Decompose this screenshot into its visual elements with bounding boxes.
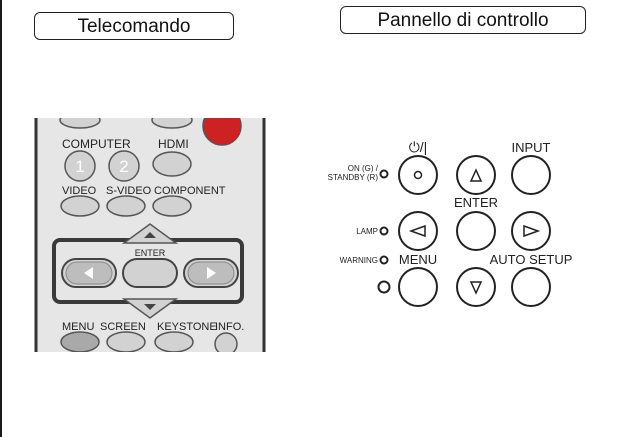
component-button[interactable]: [152, 195, 192, 217]
hdmi-label: HDMI: [158, 137, 189, 151]
right-arrow-icon: [207, 267, 216, 279]
remote-heading: Telecomando: [34, 12, 234, 40]
computer-1-button[interactable]: [64, 150, 96, 182]
panel-down-button[interactable]: [456, 267, 496, 307]
button-1-label: 1: [75, 157, 84, 176]
auto-setup-label: AUTO SETUP: [490, 252, 573, 267]
screen-button[interactable]: [106, 331, 146, 352]
lamp-indicator: [379, 226, 389, 236]
panel-enter-button[interactable]: [456, 211, 496, 251]
screen-label: SCREEN: [100, 321, 146, 333]
up-arrow-icon: [144, 232, 156, 238]
panel-auto-setup-button[interactable]: [511, 267, 551, 307]
control-panel-heading: Pannello di controllo: [340, 6, 586, 34]
panel-right-button[interactable]: [511, 211, 551, 251]
panel-input-button[interactable]: [511, 155, 551, 195]
s-video-label: S-VIDEO: [106, 185, 152, 197]
enter-label: ENTER: [135, 248, 166, 258]
info-button[interactable]: [214, 332, 238, 355]
menu-label: MENU: [62, 321, 94, 333]
on-standby-indicator: [379, 169, 389, 179]
left-arrow-icon: [84, 267, 93, 279]
keystone-label: KEYSTONE: [157, 321, 217, 333]
power-dot-icon: [413, 170, 423, 180]
info-label: INFO.: [215, 321, 244, 333]
control-panel-illustration: ⏻/| INPUT ON (G) / STANDBY (R) ENTER LAM…: [328, 139, 573, 307]
up-triangle-icon: [469, 168, 483, 182]
lamp-label: LAMP: [356, 227, 378, 236]
page-left-border: [0, 0, 2, 437]
panel-up-button[interactable]: [456, 155, 496, 195]
panel-menu-label: MENU: [399, 252, 437, 267]
component-label: COMPONENT: [154, 185, 226, 197]
button-2-label: 2: [119, 157, 128, 176]
s-video-button[interactable]: [106, 195, 146, 217]
down-triangle-icon: [469, 281, 483, 295]
keystone-button[interactable]: [154, 331, 194, 352]
computer-label: COMPUTER: [62, 137, 131, 151]
menu-button[interactable]: [60, 331, 100, 352]
power-button[interactable]: [202, 107, 242, 146]
top-partial-button-2[interactable]: [151, 112, 193, 129]
top-partial-button[interactable]: [59, 112, 101, 129]
video-button[interactable]: [60, 195, 100, 217]
hdmi-button[interactable]: [152, 151, 192, 177]
power-symbol-label: ⏻/|: [409, 139, 428, 155]
computer-2-button[interactable]: [108, 150, 140, 182]
video-label: VIDEO: [62, 185, 97, 197]
panel-left-button[interactable]: [398, 211, 438, 251]
panel-menu-button[interactable]: [398, 267, 438, 307]
warning-indicator: [379, 255, 389, 265]
down-arrow-icon: [144, 304, 156, 310]
panel-enter-label: ENTER: [454, 195, 498, 210]
input-label: INPUT: [512, 140, 551, 155]
enter-button[interactable]: [122, 258, 178, 288]
extra-indicator: [377, 280, 391, 294]
left-triangle-icon: [408, 224, 426, 238]
warning-label: WARNING: [340, 256, 378, 265]
on-standby-label-line2: STANDBY (R): [328, 173, 379, 182]
on-standby-label-line1: ON (G) /: [348, 164, 379, 173]
right-triangle-icon: [523, 224, 541, 238]
